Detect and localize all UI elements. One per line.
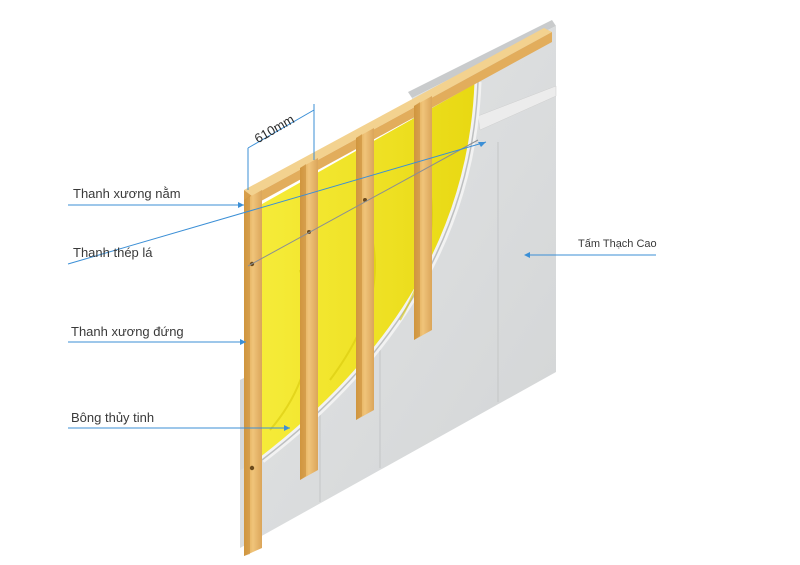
arrowhead-icon	[284, 425, 290, 431]
leader-steel-strap	[67, 141, 487, 265]
fastener-icon	[249, 465, 255, 471]
label-top-plate: Thanh xương nằm	[73, 186, 181, 201]
stud-2	[300, 158, 318, 480]
label-insulation: Bông thủy tinh	[71, 410, 154, 425]
steel-strap	[247, 139, 479, 267]
leader-lines	[67, 141, 656, 429]
arrowhead-icon	[478, 142, 486, 147]
stud-4	[414, 96, 432, 340]
leader-arrowheads	[238, 142, 530, 431]
stud-3	[356, 128, 374, 420]
arrowhead-icon	[238, 202, 244, 208]
dimension-label: 610mm	[252, 111, 297, 146]
arrowhead-icon	[524, 252, 530, 258]
arrowhead-icon	[240, 339, 246, 345]
label-gypsum-board: Tấm Thạch Cao	[578, 238, 657, 250]
gypsum-board	[240, 20, 557, 548]
stud-1	[244, 190, 262, 556]
label-steel-strap: Thanh thép lá	[73, 245, 153, 260]
label-stud: Thanh xương đứng	[71, 324, 184, 339]
timber-frame	[244, 28, 552, 556]
